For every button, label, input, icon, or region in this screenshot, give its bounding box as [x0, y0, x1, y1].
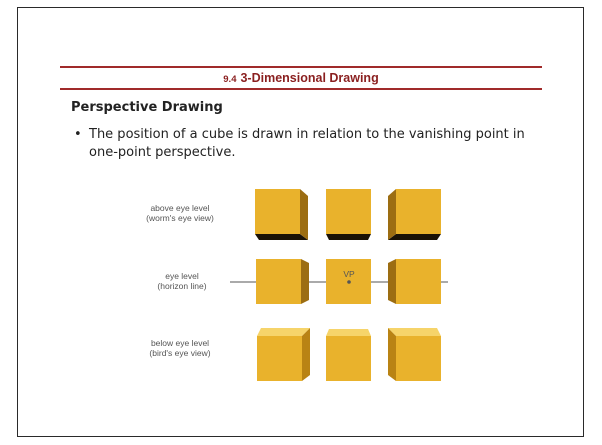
row-label-eye-line1: eye level [165, 271, 199, 281]
row-label-above-line2: (worm's eye view) [146, 213, 214, 223]
section-number: 9.4 [223, 74, 237, 85]
row-label-below: below eye level (bird's eye view) [130, 338, 230, 358]
header-rule-bottom [60, 88, 542, 90]
row-label-eye-line2: (horizon line) [157, 281, 207, 291]
cube-above-left [255, 189, 308, 240]
vanishing-point: VP [326, 259, 371, 304]
bullet-text: The position of a cube is drawn in relat… [89, 127, 525, 160]
cube-above-right [388, 189, 441, 240]
cube-eye-left [256, 259, 309, 304]
cube-above-center [326, 189, 371, 240]
perspective-figure: above eye level (worm's eye view) eye le… [130, 186, 460, 406]
row-label-above: above eye level (worm's eye view) [130, 203, 230, 223]
cube-grid: VP [230, 189, 448, 381]
row-label-eye: eye level (horizon line) [132, 271, 232, 291]
cube-eye-right [388, 259, 441, 304]
header-rule-top [60, 66, 542, 68]
vanishing-point-label: VP [343, 269, 355, 279]
row-label-below-line1: below eye level [150, 338, 210, 348]
cube-below-right [388, 328, 441, 381]
slide-subtitle: Perspective Drawing [71, 100, 223, 115]
row-label-below-line2: (bird's eye view) [149, 348, 211, 358]
row-label-above-line1: above eye level [150, 203, 210, 213]
cube-below-center [326, 329, 371, 381]
bullet-dot: • [74, 127, 82, 142]
section-title: 3-Dimensional Drawing [240, 71, 379, 85]
cube-below-left [257, 328, 310, 381]
vanishing-point-dot [347, 280, 351, 284]
bullet-item: • The position of a cube is drawn in rel… [74, 126, 544, 162]
